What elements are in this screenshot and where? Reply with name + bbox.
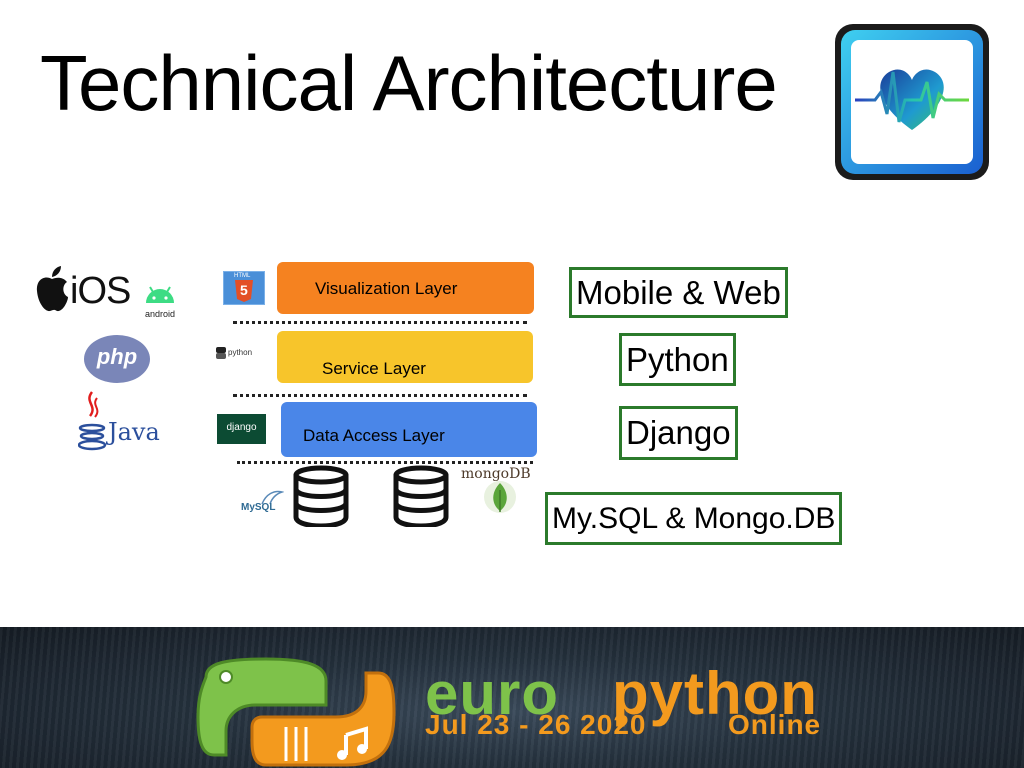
html5-badge-label: HTML	[234, 273, 251, 279]
heartbeat-icon	[835, 24, 989, 180]
mongodb-leaf-icon	[483, 480, 517, 514]
html5-number: 5	[240, 282, 248, 298]
django-logo-label: django	[226, 422, 257, 433]
database-icon	[393, 465, 449, 529]
database-icon	[293, 465, 349, 529]
java-logo: Java	[77, 390, 160, 456]
python-small-logo: python	[216, 346, 264, 360]
python-small-label: python	[228, 348, 253, 357]
banner-texture	[0, 627, 1024, 768]
android-icon	[146, 286, 174, 303]
python-snake-icon	[216, 347, 226, 359]
android-label: android	[144, 309, 176, 319]
mysql-logo: MySQL	[238, 488, 284, 518]
tech-box-mobile-web: Mobile & Web	[569, 267, 788, 318]
tech-box-python: Python	[619, 333, 736, 386]
service-layer: Service Layer	[277, 331, 533, 383]
data-access-layer: Data Access Layer	[281, 402, 537, 457]
service-layer-label: Service Layer	[322, 359, 426, 378]
banner-dates: Jul 23 - 26 2020	[425, 709, 647, 740]
django-logo: django	[217, 414, 266, 444]
java-cup-icon	[77, 391, 107, 451]
android-logo: android	[140, 283, 180, 319]
banner-euro-text: euro	[425, 660, 560, 727]
europython-snakes-logo	[196, 657, 396, 768]
mongodb-label: mongoDB	[461, 466, 531, 482]
data-access-layer-label: Data Access Layer	[303, 426, 445, 445]
layer-separator	[237, 461, 533, 464]
visualization-layer-label: Visualization Layer	[315, 279, 458, 298]
mysql-label: MySQL	[241, 502, 276, 513]
html5-shield-icon	[235, 280, 253, 302]
apple-icon	[35, 265, 69, 313]
layer-separator	[233, 321, 527, 324]
slide-title: Technical Architecture	[40, 39, 778, 127]
php-label: php	[96, 344, 138, 369]
banner-python-text: python	[612, 660, 818, 727]
layer-separator	[233, 394, 527, 397]
php-logo: php	[84, 335, 150, 383]
mysql-dolphin-icon	[261, 490, 284, 505]
java-label: Java	[108, 418, 160, 446]
visualization-layer: Visualization Layer	[277, 262, 534, 314]
ios-label: iOS	[70, 270, 131, 312]
tech-box-django: Django	[619, 406, 738, 460]
banner-online: Online	[728, 709, 822, 740]
tech-box-databases: My.SQL & Mongo.DB	[545, 492, 843, 545]
heart-app-logo	[833, 22, 991, 182]
europython-banner: euro python Jul 23 - 26 2020 Online	[0, 627, 1024, 768]
html5-logo: HTML 5	[223, 271, 265, 305]
